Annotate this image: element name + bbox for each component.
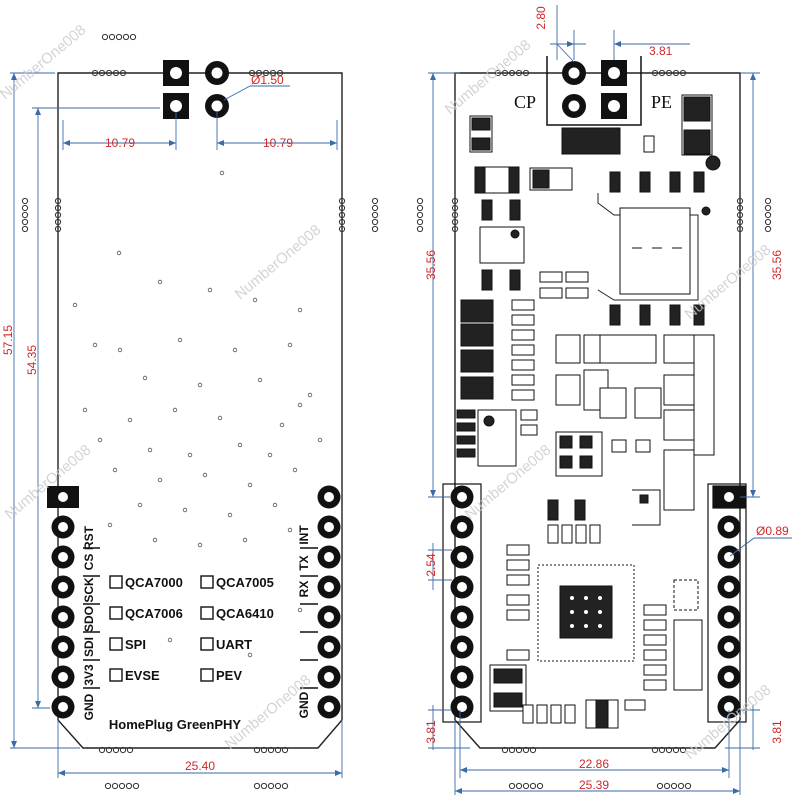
header-pin-hole <box>58 582 68 592</box>
pin-label-rx: RX <box>297 581 311 598</box>
dim-bottom-right-offset: 3.81 <box>770 720 784 744</box>
header-pin-hole <box>457 492 467 502</box>
dim-left-offset: 10.79 <box>105 136 135 150</box>
pin-label-sck: SCK <box>82 577 96 603</box>
header-pin-hole <box>457 582 467 592</box>
header-pin-hole <box>457 522 467 532</box>
option-qca7006: QCA7006 <box>125 606 183 621</box>
board-title: HomePlug GreenPHY <box>109 717 242 732</box>
header-pin-hole <box>58 672 68 682</box>
back-board-view: CP PE <box>416 5 792 795</box>
back-right-pin-circles <box>717 515 741 719</box>
back-header-outlines <box>442 483 747 723</box>
dim-inner-width: 22.86 <box>579 757 609 771</box>
dim-outer-width: 25.39 <box>579 778 609 792</box>
header-pin-hole <box>457 702 467 712</box>
pin-label-int: INT <box>297 525 311 545</box>
connector-label-cp: CP <box>514 92 536 112</box>
pin-label-gnd-right: GND <box>297 691 311 718</box>
header-pin-hole <box>324 612 334 622</box>
pin-label-rst: RST <box>82 525 96 550</box>
header-pin-hole <box>58 612 68 622</box>
header-pin-hole <box>724 582 734 592</box>
header-pin-hole <box>324 552 334 562</box>
front-left-header <box>47 486 79 508</box>
pin-label-sdi: SDI <box>82 637 96 657</box>
header-pin-hole <box>724 672 734 682</box>
option-spi: SPI <box>125 637 146 652</box>
header-pin-hole <box>724 642 734 652</box>
option-qca6410: QCA6410 <box>216 606 274 621</box>
back-edge-hole-rows <box>416 69 772 790</box>
front-right-pin-labels: INT TX RX GND <box>297 525 318 718</box>
back-left-pin-circles <box>450 485 474 719</box>
front-board-view: RST CS SCK SDO SDI 3V3 GND INT TX RX GND <box>1 33 379 790</box>
header-pin-hole <box>724 552 734 562</box>
dim-right-offset: 10.79 <box>263 136 293 150</box>
front-dimensions <box>10 72 343 778</box>
option-uart: UART <box>216 637 252 652</box>
front-right-pin-circles <box>317 485 341 719</box>
header-pin-hole <box>58 522 68 532</box>
header-pin-hole <box>724 702 734 712</box>
header-pin-hole <box>324 582 334 592</box>
back-dimension-arrows <box>430 41 756 794</box>
pin-label-sdo: SDO <box>82 606 96 632</box>
dim-pin-pitch: 2.54 <box>424 553 438 577</box>
header-pin-hole <box>324 492 334 502</box>
front-left-pin-circles <box>51 515 75 719</box>
option-qca7000: QCA7000 <box>125 575 183 590</box>
pin-label-gnd-left: GND <box>82 693 96 720</box>
dim-total-height: 57.15 <box>1 325 15 355</box>
dim-pin-hole-diameter: Ø0.89 <box>756 524 789 538</box>
header-pin-hole <box>324 642 334 652</box>
dim-width: 25.40 <box>185 759 215 773</box>
dim-back-right-height: 35.56 <box>770 250 784 280</box>
header-pin-hole <box>324 522 334 532</box>
dim-top-offset: 3.81 <box>649 44 673 58</box>
back-components <box>456 94 721 729</box>
connector-label-pe: PE <box>651 92 672 112</box>
header-pin-hole <box>324 702 334 712</box>
header-pin-hole <box>457 552 467 562</box>
header-pin-hole <box>457 672 467 682</box>
option-evse: EVSE <box>125 668 160 683</box>
front-edge-hole-rows <box>21 33 379 790</box>
pin-label-tx: TX <box>297 555 311 570</box>
header-pin-hole <box>724 522 734 532</box>
dim-bottom-left-offset: 3.81 <box>424 720 438 744</box>
header-pin-hole <box>324 672 334 682</box>
front-option-checkboxes: QCA7000 QCA7005 QCA7006 QCA6410 SPI UART… <box>109 575 274 683</box>
dim-back-left-height: 35.56 <box>424 250 438 280</box>
header-pin-hole <box>724 612 734 622</box>
front-board-outline <box>57 72 343 749</box>
header-pin-hole <box>58 552 68 562</box>
back-top-connector: CP PE <box>514 56 672 126</box>
header-pin-hole <box>457 642 467 652</box>
option-qca7005: QCA7005 <box>216 575 274 590</box>
dim-top-pitch: 2.80 <box>534 6 548 30</box>
back-dimensions <box>428 5 792 795</box>
pin-label-cs: CS <box>82 554 96 571</box>
dim-hole-diameter: Ø1.50 <box>251 73 284 87</box>
front-dimension-arrows <box>11 73 342 776</box>
option-pev: PEV <box>216 668 242 683</box>
dim-inner-height: 54.35 <box>25 345 39 375</box>
front-left-pin-labels: RST CS SCK SDO SDI 3V3 GND <box>82 525 100 720</box>
header-pin-hole <box>58 702 68 712</box>
front-vias <box>72 170 323 658</box>
header-pin-hole <box>58 642 68 652</box>
pin-label-3v3: 3V3 <box>82 664 96 686</box>
header-pin-hole <box>457 612 467 622</box>
